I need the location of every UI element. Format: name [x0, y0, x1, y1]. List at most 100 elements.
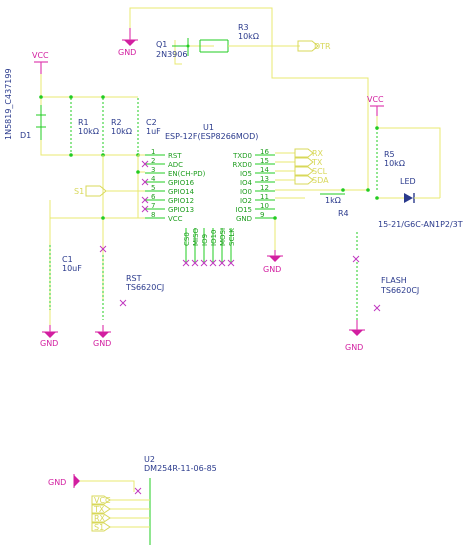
- no-connect-mark: [182, 259, 190, 267]
- u1-ref: U1: [203, 123, 214, 132]
- u2-net-label: S1: [94, 523, 104, 532]
- u1-pin-number: 9: [260, 211, 264, 219]
- u2-ref: U2: [144, 455, 155, 464]
- u1-pin-name: RXD0: [232, 161, 252, 169]
- r5-value: 10kΩ: [384, 159, 405, 168]
- u2-net-label: RX: [94, 514, 106, 523]
- d1-ref: D1: [20, 131, 31, 140]
- u1-pin-name: GND: [236, 215, 252, 223]
- u1-pin-name: VCC: [168, 215, 183, 223]
- s1-net-label: S1: [74, 185, 145, 197]
- u1-pin-number: 8: [151, 211, 155, 219]
- no-connect-mark: [141, 205, 149, 213]
- u1-pin-name: GPIO16: [168, 179, 195, 187]
- no-connect-mark: [218, 259, 226, 267]
- u1-pin-number: 13: [260, 175, 269, 183]
- vcc-label-left: VCC: [32, 51, 49, 60]
- r2-ref: R2: [111, 118, 122, 127]
- u1-pin-name: IO10: [210, 230, 218, 246]
- u1-pin-name: MISO: [192, 227, 200, 246]
- u1-pin-name: IO0: [240, 188, 252, 196]
- no-connect-mark: [227, 259, 235, 267]
- scl-net-text: SCL: [312, 167, 328, 176]
- no-connect-mark: [141, 196, 149, 204]
- u1-pin-number: 7: [151, 202, 155, 210]
- c2-ref: C2: [146, 118, 157, 127]
- u1-part: ESP-12F(ESP8266MOD): [165, 132, 258, 141]
- u2-net-label: TX: [93, 505, 105, 514]
- rst-ref: RST: [126, 274, 142, 283]
- vcc-symbol-left: VCC: [32, 51, 49, 74]
- gnd-label-flash: GND: [345, 343, 363, 352]
- no-connect-mark: [141, 178, 149, 186]
- u1-pin-number: 16: [260, 148, 269, 156]
- u1-pin-name: MOSI: [219, 228, 227, 246]
- u1-pin-number: 11: [260, 193, 269, 201]
- q1-circuit: [129, 7, 369, 190]
- gnd-label: GND: [118, 48, 136, 57]
- dtr-net-label: DTR: [297, 40, 331, 52]
- u1-pin-number: 4: [151, 175, 156, 183]
- u2-net-flag: [91, 504, 111, 514]
- u1-pin-name: IO2: [240, 197, 252, 205]
- tx-net-text: TX: [311, 158, 323, 167]
- gnd-label-rst: GND: [93, 339, 111, 348]
- u1-pin-name: RST: [168, 152, 182, 160]
- gnd-label-c1: GND: [40, 339, 58, 348]
- no-connect-mark: [200, 259, 208, 267]
- u1-pin-name: SCLK: [228, 228, 236, 246]
- gnd-symbol-flash: GND: [345, 320, 365, 352]
- no-connect-mark: [141, 160, 149, 168]
- flash-ref: FLASH: [381, 276, 407, 285]
- c1-ref: C1: [62, 255, 73, 264]
- u1-pin-number: 5: [151, 184, 155, 192]
- r5-ref: R5: [384, 150, 395, 159]
- rx-net-text: RX: [312, 149, 324, 158]
- gnd-symbol-c1: GND: [40, 325, 58, 348]
- u1-pin-number: 1: [151, 148, 155, 156]
- u1-right-bus: RX TX SCL SDA: [275, 148, 329, 185]
- u1-pin-name: IO9: [201, 234, 209, 246]
- led-symbol: [377, 193, 440, 203]
- no-connect-mark: [191, 259, 199, 267]
- rst-part: TS6620CJ: [125, 283, 164, 292]
- q1-part: 2N3906: [156, 50, 187, 59]
- c1-value: 10uF: [62, 264, 82, 273]
- u1-pin-name: EN(CH-PD): [168, 170, 206, 178]
- gnd-label-u2: GND: [48, 478, 66, 487]
- sda-net-text: SDA: [312, 176, 329, 185]
- no-connect-mark: [209, 259, 217, 267]
- vcc-symbol-right: VCC: [367, 95, 384, 116]
- u1-pin-number: 15: [260, 157, 269, 165]
- gnd-symbol-q1: GND: [118, 28, 138, 57]
- gnd-symbol-u1: GND: [263, 250, 283, 274]
- u1-pin-number: 3: [151, 166, 155, 174]
- u1-pin-number: 14: [260, 166, 269, 174]
- u2-net-flag: [91, 522, 111, 532]
- gnd-symbol-u2: GND: [48, 474, 80, 488]
- r3-value: 10kΩ: [238, 32, 259, 41]
- led-part: 15-21/G6C-AN1P2/3T: [378, 220, 463, 229]
- c2-value: 1uF: [146, 127, 161, 136]
- u1-pin-number: 12: [260, 184, 269, 192]
- u1-pin-number: 10: [260, 202, 269, 210]
- gnd-symbol-rst: GND: [93, 325, 111, 348]
- u1-pin-name: GPIO13: [168, 206, 194, 214]
- r3-ref: R3: [238, 23, 249, 32]
- u2-part: DM254R-11-06-85: [144, 464, 217, 473]
- led-ref: LED: [400, 177, 416, 186]
- r4-value: 1kΩ: [325, 196, 341, 205]
- r2-value: 10kΩ: [111, 127, 132, 136]
- q1-ref: Q1: [156, 40, 167, 49]
- d1-part: 1N5819_C437199: [4, 68, 13, 140]
- u1-pin-name: GPIO12: [168, 197, 194, 205]
- u2-net-flag: [91, 495, 111, 505]
- dtr-net-text: DTR: [314, 42, 331, 51]
- u1-pin-name: GPIO14: [168, 188, 195, 196]
- u2-net-label: VCC: [94, 496, 111, 505]
- u1-pin-number: 6: [151, 193, 156, 201]
- u1-pin-name: CS0: [183, 232, 191, 246]
